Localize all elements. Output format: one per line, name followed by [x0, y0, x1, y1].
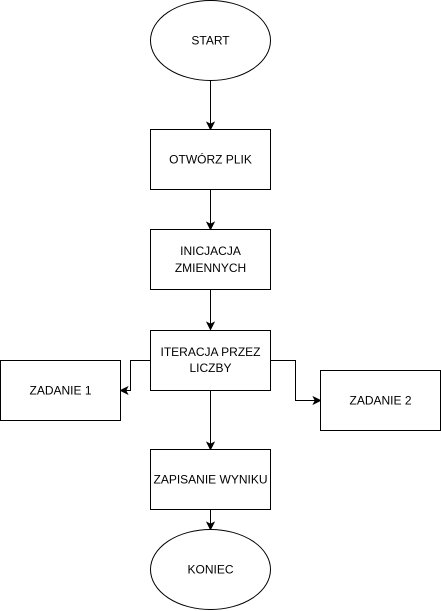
save-result-node: ZAPISANIE WYNIKU	[150, 449, 271, 510]
task1-label: ZADANIE 1	[29, 384, 91, 398]
iteration-box	[150, 330, 271, 391]
edge-iteration-to-save	[205, 390, 216, 451]
start-ellipse	[150, 0, 271, 81]
iteration-label-line2: LICZBY	[189, 361, 231, 375]
init-variables-box	[150, 229, 271, 290]
edge-start-to-open-file	[205, 80, 216, 131]
save-result-label: ZAPISANIE WYNIKU	[153, 473, 267, 487]
edge-open-file-to-init	[205, 189, 216, 231]
open-file-node: OTWÓRZ PLIK	[150, 129, 271, 190]
init-variables-label-line2: ZMIENNYCH	[175, 261, 246, 275]
start-node: START	[150, 0, 271, 81]
edge-iteration-to-task2	[270, 360, 322, 406]
iteration-label-line1: ITERACJA PRZEZ	[160, 345, 260, 359]
edge-iteration-to-task1	[119, 360, 151, 396]
init-variables-label-line1: INICJACJA	[180, 244, 241, 258]
end-label: KONIEC	[187, 563, 233, 577]
task2-label: ZADANIE 2	[349, 394, 411, 408]
edge-init-to-iteration	[205, 289, 216, 331]
task1-node: ZADANIE 1	[0, 360, 121, 421]
start-label: START	[191, 34, 230, 48]
save-result-box	[150, 449, 271, 510]
task2-node: ZADANIE 2	[320, 370, 441, 431]
init-variables-node: INICJACJA ZMIENNYCH	[150, 229, 271, 290]
task2-box	[320, 370, 441, 431]
open-file-label: OTWÓRZ PLIK	[169, 152, 252, 167]
end-node: KONIEC	[150, 529, 271, 610]
edge-save-to-end	[205, 509, 216, 531]
open-file-box	[150, 129, 271, 190]
task1-box	[0, 360, 121, 421]
end-ellipse	[150, 529, 271, 610]
iteration-node: ITERACJA PRZEZ LICZBY	[150, 330, 271, 391]
